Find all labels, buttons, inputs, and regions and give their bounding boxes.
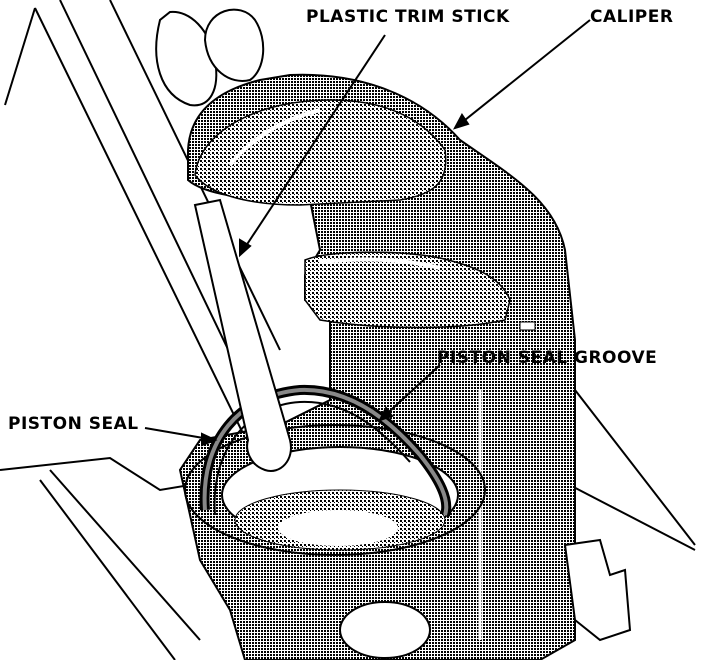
label-plastic-trim-stick: PLASTIC TRIM STICK: [306, 7, 510, 27]
piston-seal-ring: [199, 384, 452, 517]
plastic-trim-stick: [193, 198, 292, 472]
label-piston-seal: PISTON SEAL: [8, 414, 139, 434]
hand-outline: [155, 8, 265, 107]
mounting-boss: [339, 538, 632, 659]
label-caliper: CALIPER: [590, 7, 674, 27]
label-piston-seal-groove: PISTON SEAL GROOVE: [437, 348, 658, 368]
leader-lines: [144, 19, 591, 447]
